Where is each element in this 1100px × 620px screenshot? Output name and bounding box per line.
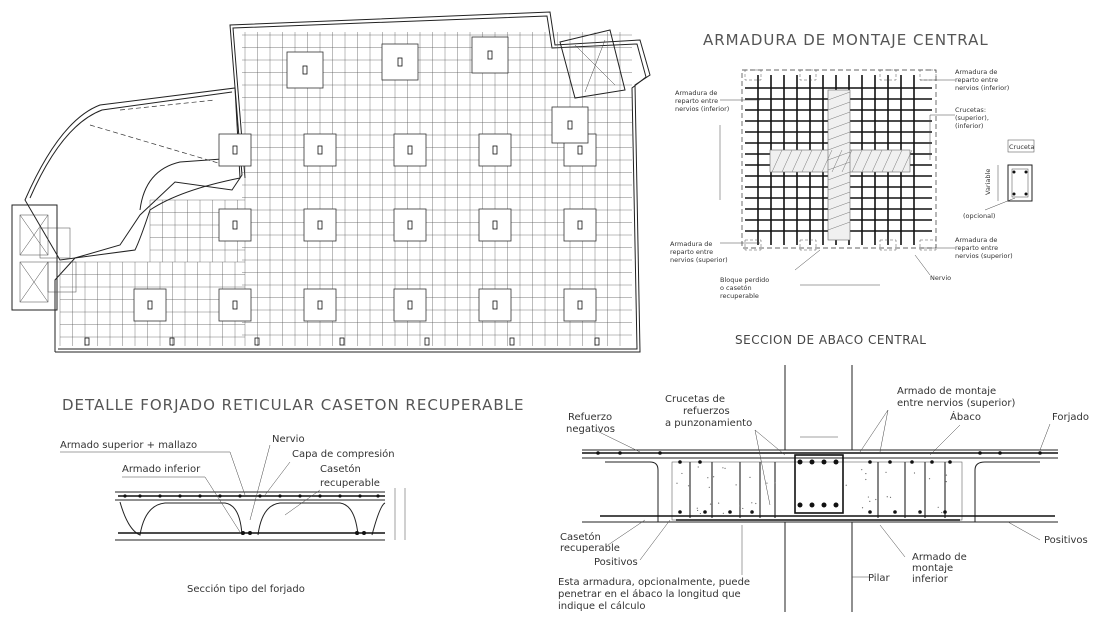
label-cruceta: Cruceta [1009, 143, 1034, 151]
label-variable: Variable [984, 169, 992, 195]
plan-abacos [84, 36, 600, 346]
label-refuerzo-2: negativos [566, 424, 615, 435]
floor-plan [11, 11, 651, 353]
detalle-forjado: Armado superior + mallazo Nervio Capa de… [60, 434, 406, 595]
label-reparto-inf-left-2: reparto entre [675, 97, 718, 105]
abaco-detail [596, 451, 1042, 518]
label-caseton-abaco-1: Casetón [560, 531, 601, 543]
label-nota-3: indique el cálculo [558, 600, 646, 612]
label-armado-sup: Armado superior + mallazo [60, 440, 197, 451]
label-positivos-right: Positivos [1044, 535, 1088, 546]
label-reparto-sup-right-1: Armadura de [955, 236, 997, 244]
label-crucetas-1: Crucetas: [955, 106, 986, 114]
label-crucetas-refuerzo-1: Crucetas de [665, 394, 725, 405]
title-seccion-abaco: SECCION DE ABACO CENTRAL [735, 333, 926, 347]
label-caseton-det-2: recuperable [320, 478, 380, 489]
detalle-dots [123, 494, 380, 535]
label-caseton-abaco-2: recuperable [560, 543, 620, 554]
label-positivos-left: Positivos [594, 557, 638, 568]
label-montaje-inf-2: montaje [912, 563, 953, 574]
label-bloque-2: o casetón [720, 284, 752, 292]
label-reparto-inf-left-1: Armadura de [675, 89, 717, 97]
label-reparto-sup-left-3: nervios (superior) [670, 256, 728, 264]
label-reparto-inf-right-1: Armadura de [955, 68, 997, 76]
label-bloque-1: Bloque perdido [720, 276, 769, 284]
label-pilar: Pilar [868, 573, 890, 584]
montaje-hatch [771, 91, 913, 231]
label-montaje-inf-3: inferior [912, 574, 949, 585]
label-nervio-detalle: Nervio [272, 434, 305, 445]
label-montaje-inf-1: Armado de [912, 552, 967, 563]
label-seccion-tipo: Sección tipo del forjado [187, 583, 305, 595]
label-abaco: Ábaco [950, 410, 981, 423]
label-nota-2: penetrar en el ábaco la longitud que [558, 588, 741, 600]
label-crucetas-refuerzo-2: refuerzos [683, 406, 730, 417]
label-opcional: (opcional) [963, 212, 995, 220]
label-forjado: Forjado [1052, 412, 1089, 423]
label-nervio-montaje: Nervio [930, 274, 951, 282]
label-nota-1: Esta armadura, opcionalmente, puede [558, 577, 750, 588]
label-refuerzo-1: Refuerzo [568, 412, 612, 423]
label-armado-inf: Armado inferior [122, 464, 201, 475]
label-montaje-sup-1: Armado de montaje [897, 386, 996, 397]
label-crucetas-refuerzo-3: a punzonamiento [665, 418, 752, 429]
abaco-section: Crucetas de refuerzos a punzonamiento Ar… [558, 365, 1089, 612]
plan-wing [24, 87, 241, 261]
label-reparto-sup-right-3: nervios (superior) [955, 252, 1013, 260]
label-crucetas-2: (superior), [955, 114, 989, 122]
label-reparto-inf-right-3: nervios (inferior) [955, 84, 1009, 92]
title-armadura-montaje: ARMADURA DE MONTAJE CENTRAL [703, 31, 989, 49]
label-reparto-sup-left-2: reparto entre [670, 248, 713, 256]
montaje-detail: Armadura de reparto entre nervios (infer… [670, 68, 1034, 300]
label-crucetas-3: (inferior) [955, 122, 983, 130]
label-reparto-sup-right-2: reparto entre [955, 244, 998, 252]
label-reparto-inf-right-2: reparto entre [955, 76, 998, 84]
title-detalle-forjado: DETALLE FORJADO RETICULAR CASETON RECUPE… [62, 396, 525, 414]
label-bloque-3: recuperable [720, 292, 759, 300]
label-capa-compresion: Capa de compresión [292, 448, 395, 460]
label-caseton-det-1: Casetón [320, 463, 361, 475]
label-reparto-inf-left-3: nervios (inferior) [675, 105, 729, 113]
label-montaje-sup-2: entre nervios (superior) [897, 398, 1016, 409]
label-reparto-sup-left-1: Armadura de [670, 240, 712, 248]
